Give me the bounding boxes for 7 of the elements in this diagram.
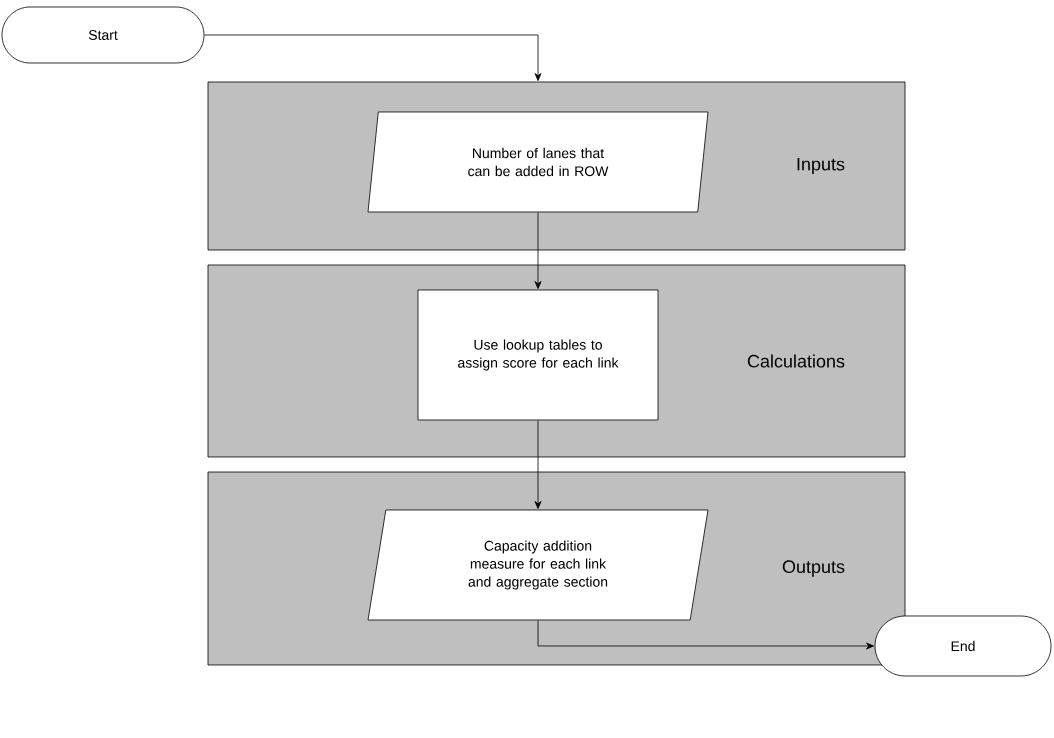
process-box: Use lookup tables to assign score for each link (417, 289, 659, 421)
data-parallelogram: Number of lanes that can be added in ROW (367, 111, 709, 213)
arrow (534, 212, 542, 289)
data-parallelogram: Capacity addition measure for each link and aggregate section (367, 509, 709, 621)
arrow (534, 420, 542, 509)
arrow (204, 34, 542, 81)
arrow (537, 620, 874, 650)
